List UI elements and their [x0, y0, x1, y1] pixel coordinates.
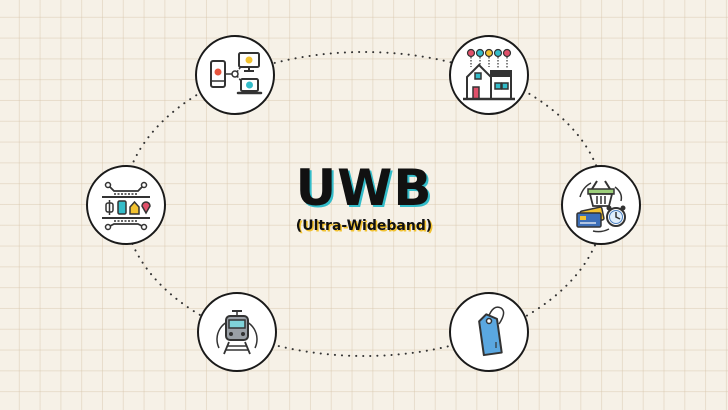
devices-network-icon [210, 52, 263, 95]
smart-home-icon [463, 48, 515, 101]
node-device-connectivity[interactable] [195, 35, 275, 115]
title-block: UWB (Ultra-Wideband) [0, 160, 728, 234]
subtitle-ultra-wideband: (Ultra-Wideband) [295, 218, 433, 234]
title-uwb: UWB [295, 159, 433, 217]
node-shopping-payment[interactable] [561, 165, 641, 245]
shopping-payment-icon [576, 180, 626, 233]
price-tag-icon [478, 306, 505, 357]
node-asset-tag[interactable] [449, 292, 529, 372]
node-transit[interactable] [197, 292, 277, 372]
iot-devices-icon [102, 181, 151, 231]
node-iot-tracking[interactable] [86, 165, 166, 245]
train-icon [216, 310, 258, 355]
node-smart-home[interactable] [449, 35, 529, 115]
